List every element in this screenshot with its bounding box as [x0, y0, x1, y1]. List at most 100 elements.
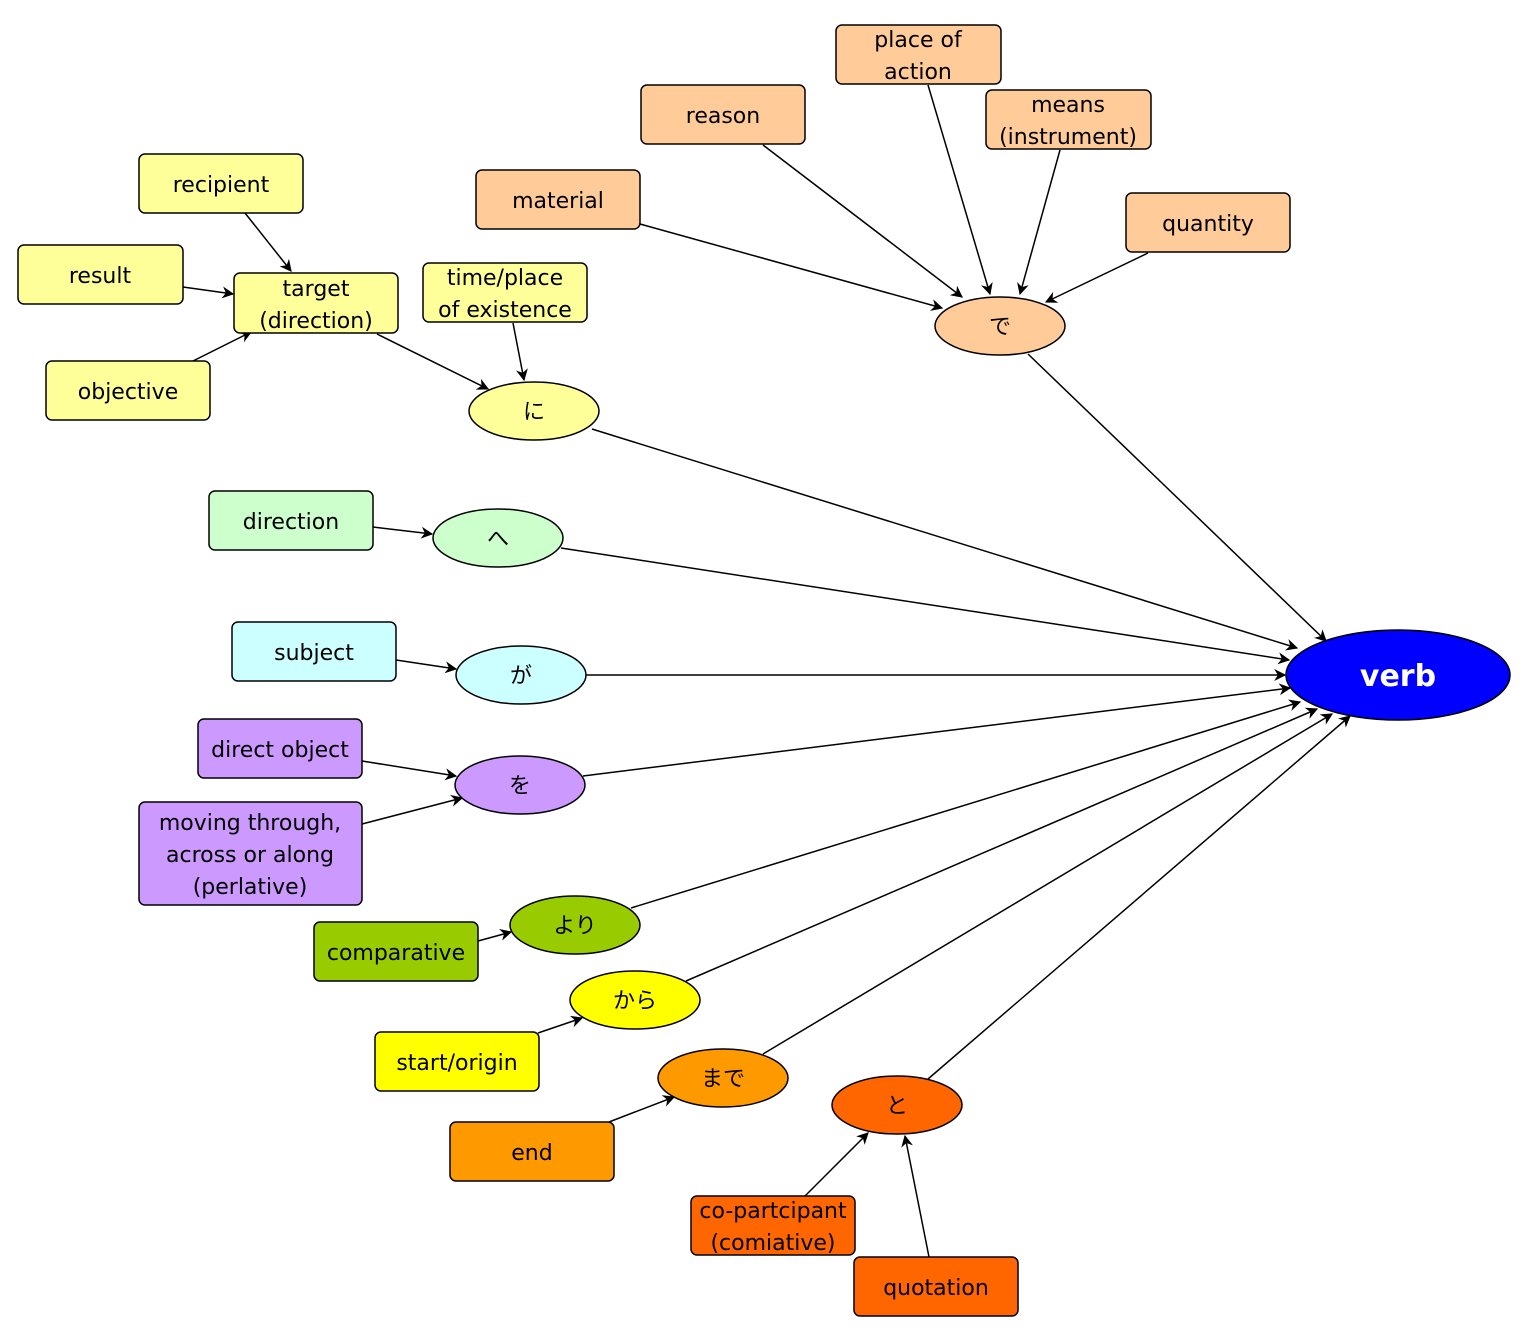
role-nodes: place of action reason means (instrument… — [17, 24, 1291, 1317]
node-place-of-action: place of action — [835, 24, 1002, 85]
edge-material-to-de — [639, 223, 944, 311]
target-line-1: target — [283, 277, 350, 302]
node-he: へ — [432, 508, 564, 568]
node-subject: subject — [231, 621, 397, 682]
node-made: まで — [657, 1048, 789, 1108]
time-place-line-1: time/place — [447, 266, 563, 291]
node-kara: から — [569, 970, 701, 1030]
node-to: と — [831, 1075, 963, 1135]
target-line-2: (direction) — [259, 309, 373, 334]
to-label: と — [886, 1094, 908, 1119]
recipient-label: recipient — [173, 173, 270, 198]
edge-made-to-verb — [762, 713, 1334, 1055]
node-moving-through: moving through, across or along (perlati… — [138, 801, 363, 906]
node-material: material — [475, 169, 641, 230]
node-direction: direction — [208, 490, 374, 551]
moving-through-line-2: across or along — [166, 843, 334, 868]
start-origin-label: start/origin — [396, 1051, 517, 1076]
yori-ellipse — [509, 895, 641, 955]
edge-target-to-ni — [376, 333, 490, 390]
node-yori: より — [509, 895, 641, 955]
edge-direction-to-he — [372, 526, 434, 539]
made-label: まで — [701, 1067, 745, 1092]
edge-reason-to-de — [762, 144, 963, 298]
edge-to-to-verb — [927, 715, 1351, 1080]
de-label: で — [989, 315, 1011, 340]
edge-start-origin-to-kara — [537, 1015, 584, 1034]
edge-place-of-action-to-de — [927, 84, 993, 296]
direction-label: direction — [243, 510, 339, 535]
node-direct-object: direct object — [197, 718, 363, 779]
edge-co-participant-to-to — [804, 1132, 869, 1197]
edge-he-to-verb — [560, 547, 1291, 665]
node-ni: に — [468, 381, 600, 441]
edge-de-to-verb — [1027, 353, 1327, 642]
edge-ni-to-verb — [591, 428, 1299, 651]
he-label: へ — [487, 527, 509, 552]
quantity-label: quantity — [1162, 212, 1254, 237]
node-recipient: recipient — [138, 153, 304, 214]
verb-label: verb — [1360, 659, 1436, 694]
node-quotation: quotation — [853, 1256, 1019, 1317]
node-target: target (direction) — [233, 272, 399, 334]
co-participant-line-2: (comiative) — [710, 1231, 835, 1256]
edge-result-to-target — [182, 286, 235, 299]
co-participant-line-1: co-partcipant — [699, 1199, 847, 1224]
node-de: で — [934, 296, 1066, 356]
node-time-place: time/place of existence — [422, 262, 588, 323]
edge-direct-object-to-wo — [361, 760, 458, 781]
node-verb: verb — [1285, 629, 1511, 721]
subject-label: subject — [274, 641, 354, 666]
place-of-action-line-2: action — [884, 60, 952, 85]
node-end: end — [449, 1121, 615, 1182]
edge-comparative-to-yori — [477, 929, 513, 942]
to-ellipse — [831, 1075, 963, 1135]
node-quantity: quantity — [1125, 192, 1291, 253]
edge-subject-to-ga — [395, 659, 458, 674]
he-ellipse — [432, 508, 564, 568]
edge-recipient-to-target — [244, 212, 292, 272]
node-start-origin: start/origin — [374, 1031, 540, 1092]
verb-ellipse — [1285, 629, 1511, 721]
node-wo: を — [454, 755, 586, 815]
end-label: end — [511, 1141, 552, 1166]
means-line-1: means — [1031, 93, 1105, 118]
made-ellipse — [657, 1048, 789, 1108]
node-objective: objective — [45, 360, 211, 421]
node-reason: reason — [640, 84, 806, 145]
kara-ellipse — [569, 970, 701, 1030]
edge-quotation-to-to — [901, 1134, 930, 1258]
de-ellipse — [934, 296, 1066, 356]
edge-quantity-to-de — [1044, 252, 1149, 303]
edge-time-place-to-ni — [512, 322, 528, 382]
ga-ellipse — [455, 645, 587, 705]
result-label: result — [69, 264, 132, 289]
comparative-label: comparative — [327, 941, 465, 966]
node-means: means (instrument) — [985, 89, 1152, 150]
ni-label: に — [523, 400, 545, 425]
particle-nodes: verb で に へ が を より から — [432, 296, 1511, 1135]
wo-label: を — [509, 774, 531, 799]
quotation-label: quotation — [883, 1276, 989, 1301]
yori-label: より — [553, 914, 597, 939]
kara-label: から — [613, 989, 657, 1014]
edge-means-to-de — [1017, 149, 1061, 296]
material-label: material — [512, 189, 604, 214]
edge-moving-through-to-wo — [361, 794, 464, 825]
node-ga: が — [455, 645, 587, 705]
edges — [182, 84, 1351, 1258]
node-co-participant: co-partcipant (comiative) — [690, 1195, 856, 1256]
place-of-action-line-1: place of — [874, 28, 963, 53]
edge-kara-to-verb — [685, 707, 1319, 982]
reason-label: reason — [686, 104, 760, 129]
direct-object-label: direct object — [211, 738, 349, 763]
time-place-line-2: of existence — [438, 298, 572, 323]
node-comparative: comparative — [313, 921, 479, 982]
ni-ellipse — [468, 381, 600, 441]
wo-ellipse — [454, 755, 586, 815]
node-result: result — [17, 244, 184, 305]
objective-label: objective — [78, 380, 178, 405]
edge-end-to-made — [608, 1095, 676, 1123]
edge-wo-to-verb — [582, 683, 1292, 777]
